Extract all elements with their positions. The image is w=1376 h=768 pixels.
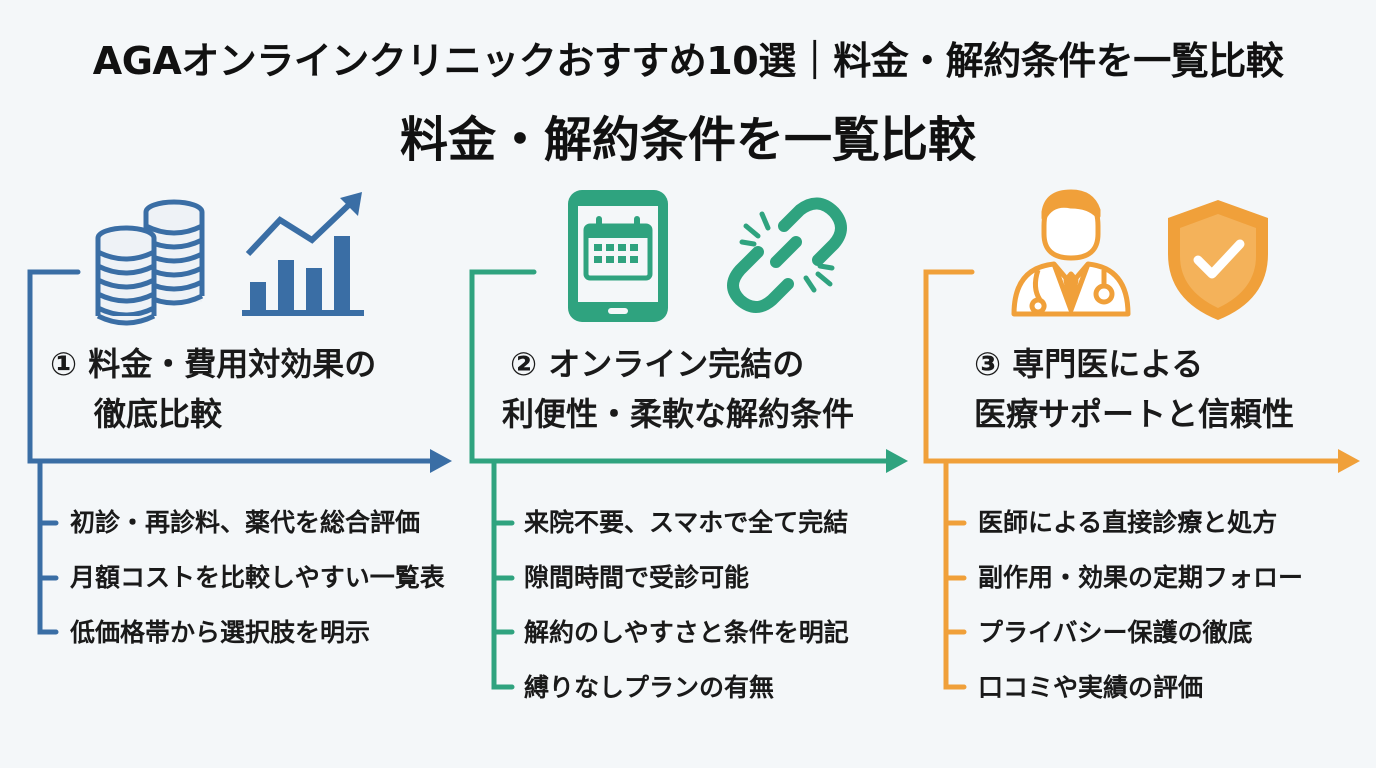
column-online: ② オンライン完結の 利便性・柔軟な解約条件 来院不要、スマホで全て完結 隙間時… xyxy=(460,0,920,768)
coin-stack-icon xyxy=(95,199,205,326)
column-online-heading-line2: 利便性・柔軟な解約条件 xyxy=(502,395,855,433)
list-item: プライバシー保護の徹底 xyxy=(978,618,1253,647)
column-cost: ① 料金・費用対効果の 徹底比較 初診・再診料、薬代を総合評価 月額コストを比較… xyxy=(0,0,460,768)
list-item: 解約のしやすさと条件を明記 xyxy=(524,618,849,647)
column-support-heading-line1: ③ 専門医による xyxy=(974,345,1204,383)
column-online-list: 来院不要、スマホで全て完結 隙間時間で受診可能 解約のしやすさと条件を明記 縛り… xyxy=(524,506,849,726)
list-item: 口コミや実績の評価 xyxy=(978,673,1204,702)
list-item: 医師による直接診療と処方 xyxy=(978,508,1278,537)
list-item: 月額コストを比較しやすい一覧表 xyxy=(70,563,445,592)
growth-chart-icon xyxy=(242,192,364,316)
smartphone-calendar-icon xyxy=(568,190,668,322)
page-subtitle: 料金・解約条件を一覧比較 xyxy=(399,112,976,168)
list-item: 縛りなしプランの有無 xyxy=(524,673,775,702)
doctor-icon xyxy=(1011,189,1131,317)
page-title: AGAオンラインクリニックおすすめ10選｜料金・解約条件を一覧比較 xyxy=(92,39,1284,83)
column-support-list: 医師による直接診療と処方 副作用・効果の定期フォロー プライバシー保護の徹底 口… xyxy=(978,506,1303,726)
column-support-frame xyxy=(923,269,1360,690)
column-support-heading: ③ 専門医による 医療サポートと信頼性 xyxy=(974,339,1294,439)
column-support-heading-line2: 医療サポートと信頼性 xyxy=(974,395,1295,433)
list-item: 副作用・効果の定期フォロー xyxy=(978,563,1304,592)
broken-chain-icon xyxy=(727,197,847,313)
column-cost-heading-line1: ① 料金・費用対効果の xyxy=(50,345,377,383)
list-item: 隙間時間で受診可能 xyxy=(524,563,750,592)
list-item: 来院不要、スマホで全て完結 xyxy=(524,508,849,537)
shield-check-icon xyxy=(1168,200,1268,320)
column-cost-list: 初診・再診料、薬代を総合評価 月額コストを比較しやすい一覧表 低価格帯から選択肢… xyxy=(70,506,445,671)
column-support: ③ 専門医による 医療サポートと信頼性 医師による直接診療と処方 副作用・効果の… xyxy=(916,0,1376,768)
column-online-heading: ② オンライン完結の 利便性・柔軟な解約条件 xyxy=(502,339,854,439)
list-item: 低価格帯から選択肢を明示 xyxy=(70,618,371,647)
column-cost-heading: ① 料金・費用対効果の 徹底比較 xyxy=(50,339,376,439)
column-online-heading-line1: ② オンライン完結の xyxy=(510,345,805,383)
column-online-frame xyxy=(469,269,908,690)
column-cost-frame xyxy=(27,269,452,635)
column-cost-heading-line2: 徹底比較 xyxy=(94,395,223,433)
list-item: 初診・再診料、薬代を総合評価 xyxy=(70,508,421,537)
